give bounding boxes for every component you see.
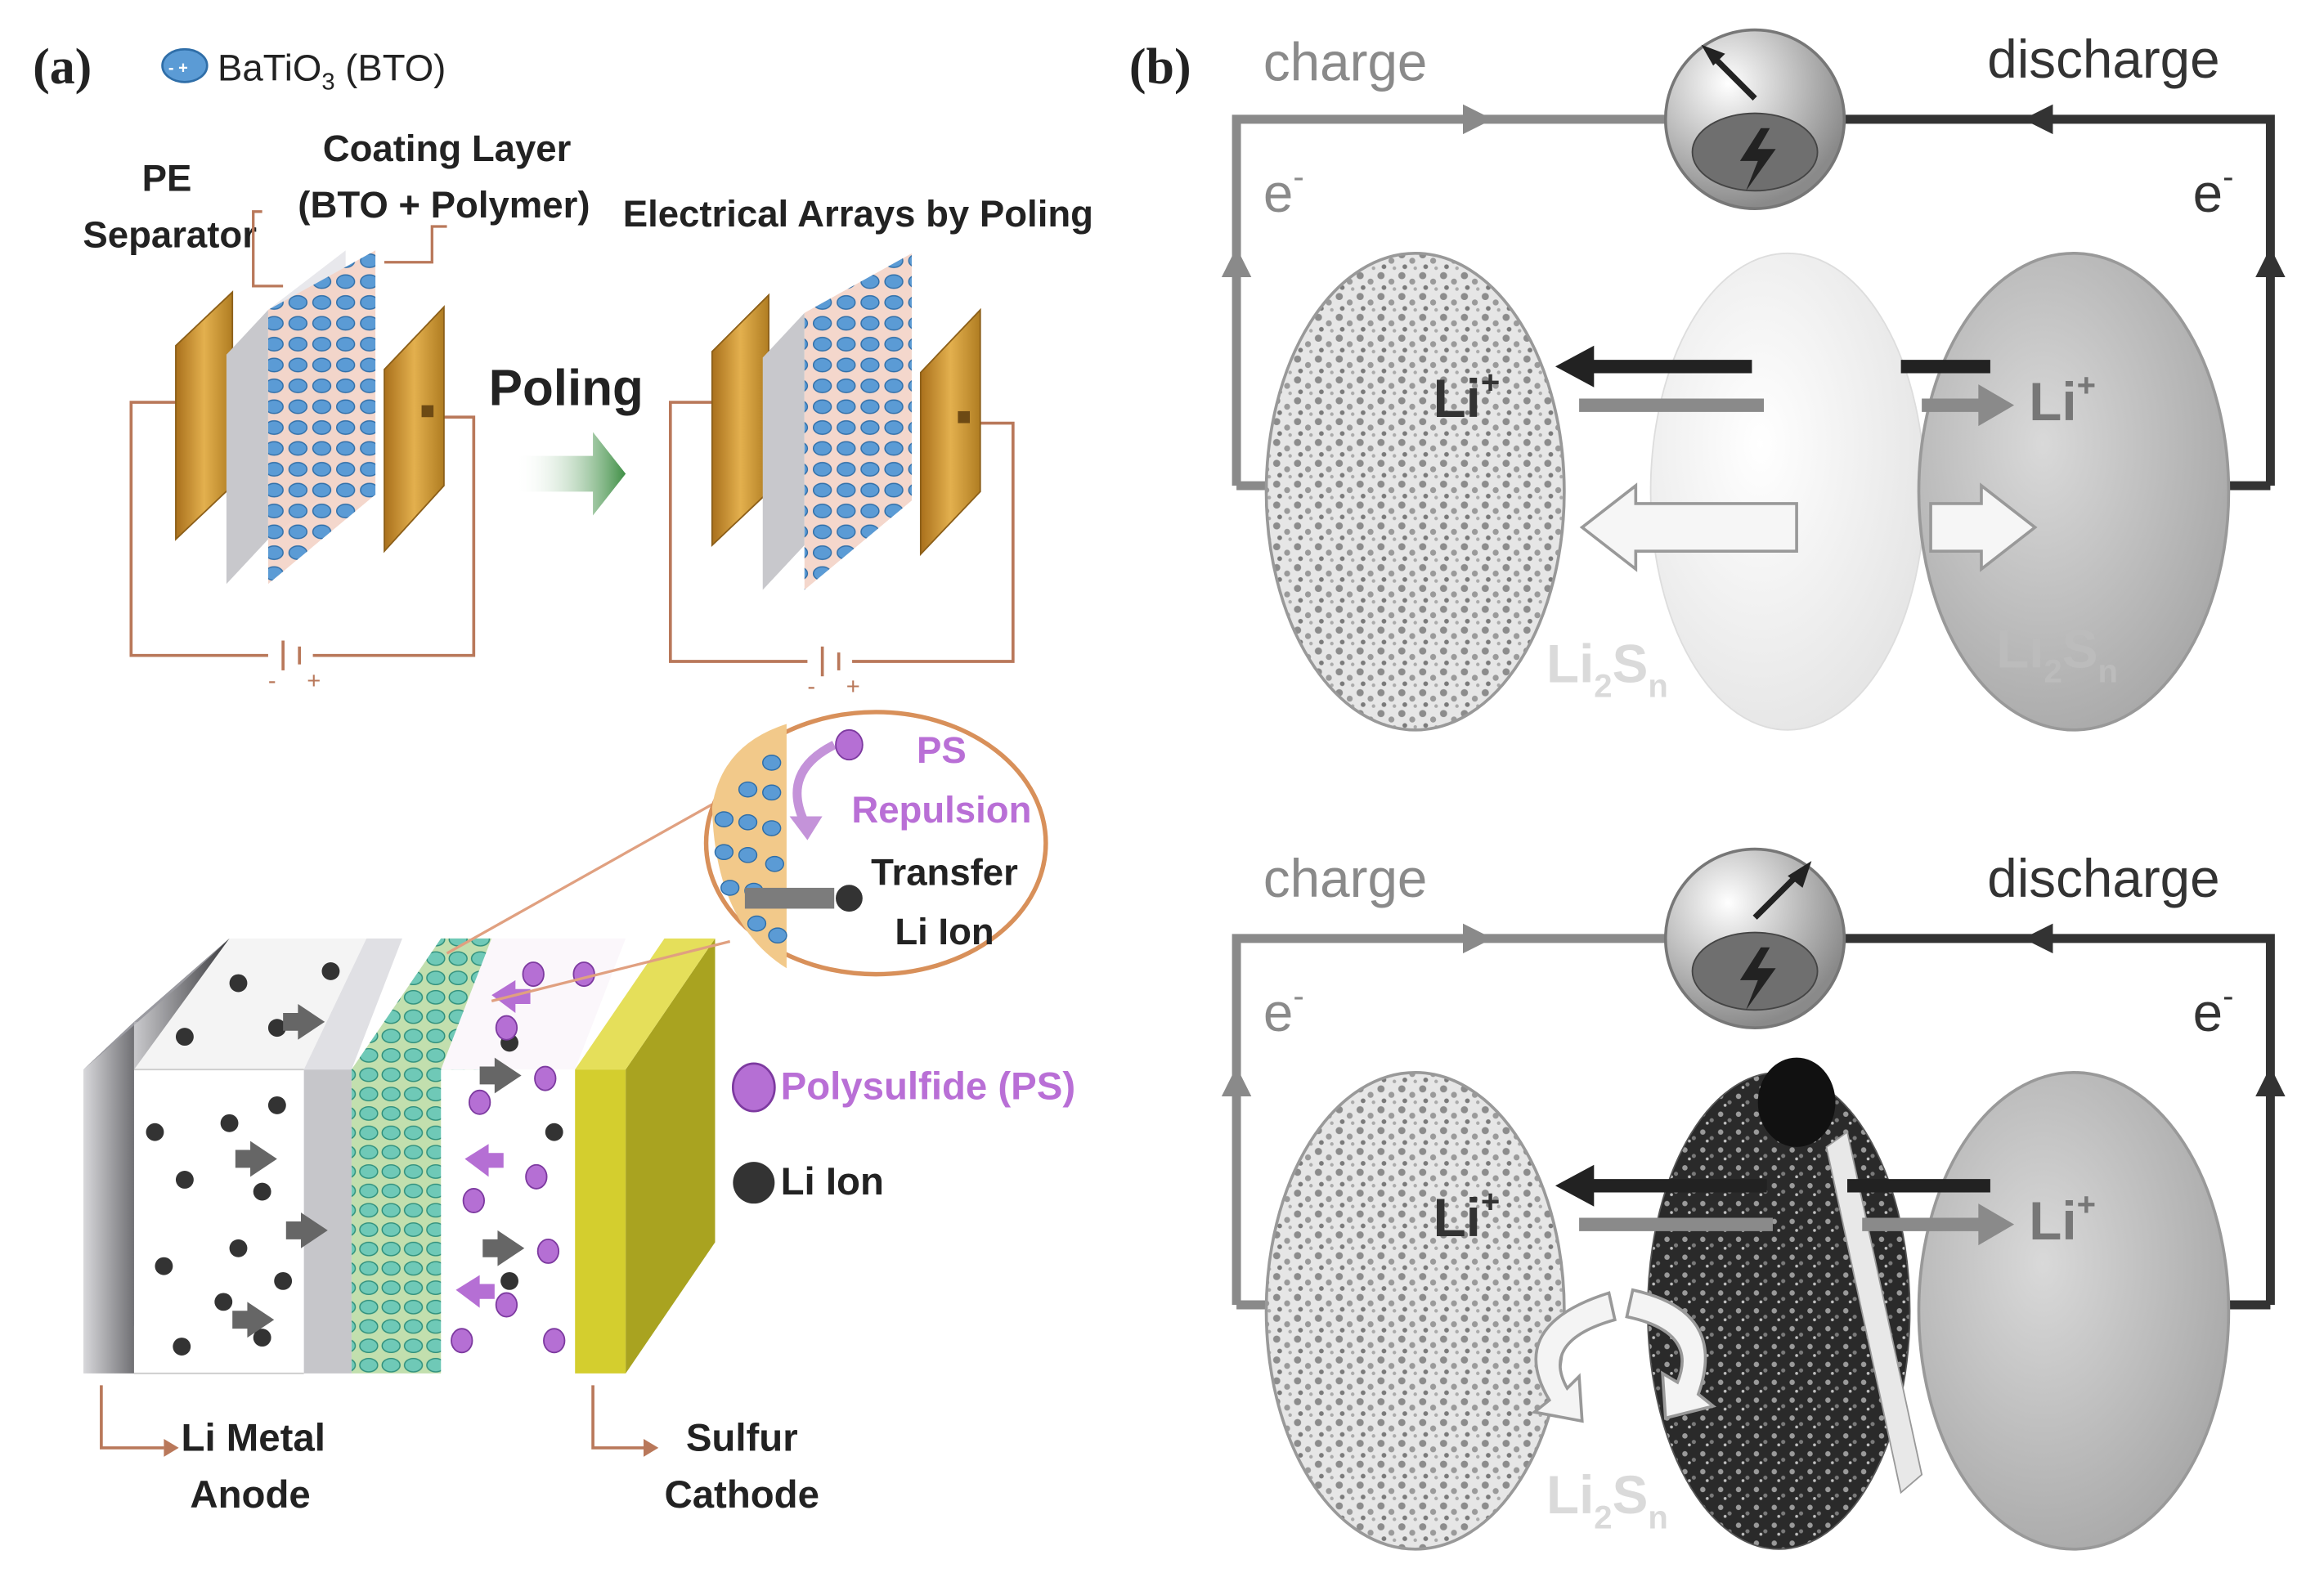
cathode-disc-bottom [1917,1070,2231,1551]
circuit-bottom: charge discharge e- e- [1221,847,2286,1551]
pe-separator-slab [226,310,268,585]
coating-layer-label-1: Coating Layer [323,128,572,169]
circuit-top: charge discharge e- e- [1221,28,2286,732]
electron-right-top: e- [2193,159,2234,223]
cathode-label-1: Sulfur [686,1417,798,1460]
polysulfide-shuttle-arrow-right [1929,482,2038,572]
discharge-label-top: discharge [1987,29,2219,89]
li-ion-inset-label: Li Ion [895,911,994,952]
meter-icon-bottom [1663,847,1846,1029]
li-ion-legend-icon [733,1162,775,1204]
panel-a-label: (a) [33,39,92,95]
cathode-disc-top [1917,252,2231,732]
polysulfide-repulsion-arrow-right [1625,1288,1717,1420]
charge-label-top: charge [1263,33,1428,92]
repulsion-label: Repulsion [851,789,1031,831]
cell-after-poling: - + [668,253,1015,700]
polysulfide-legend-text: Polysulfide (PS) [781,1065,1076,1109]
coating-layer-label-2: (BTO + Polymer) [298,184,590,226]
battery-minus-right: - [807,674,815,700]
li-plus-left-top: Li+ [1433,365,1501,428]
li2sn-label-bottom: Li2Sn [1546,1465,1668,1535]
transfer-label: Transfer [871,851,1018,893]
poling-arrow [515,432,626,516]
poling-label: Poling [489,361,644,417]
bto-legend-text: BaTiO3 (BTO) [218,47,446,96]
li-s-cell [83,803,731,1374]
bto-legend-icon [161,47,209,83]
electron-left-top: e- [1263,159,1304,223]
li2sn-label-right-top: Li2Sn [1996,619,2118,689]
battery-plus-left: + [307,668,321,694]
panel-b-label: (b) [1129,39,1191,95]
electrical-arrays-label: Electrical Arrays by Poling [623,193,1093,235]
li-ion-legend-text: Li Ion [781,1160,884,1203]
charge-label-bottom: charge [1263,849,1428,908]
lithium-anode-disc-bottom [1264,1070,1566,1551]
gold-electrode-right [384,305,445,553]
battery-minus-left: - [268,668,276,694]
svg-text:- +: - + [168,59,188,77]
separator-disc-top [1649,252,1926,731]
li-plus-right-bottom: Li+ [2029,1187,2096,1251]
polysulfide-shuttle-arrow-left [1579,482,1798,572]
li-plus-right-top: Li+ [2029,368,2096,432]
inset-magnifier: PS Repulsion Transfer Li Ion [703,710,1048,977]
meter-icon-top [1663,28,1846,211]
li-ion-flow-arrows [232,1004,525,1338]
cell-before-poling: - + [129,250,476,694]
panel-a: (a) - + BaTiO3 (BTO) PE Separator Coatin… [33,39,1093,1517]
pe-separator-label-2: Separator [83,214,257,256]
electron-left-bottom: e- [1263,979,1304,1042]
bottom-pe-separator [303,1069,352,1374]
anode-label-1: Li Metal [182,1417,325,1460]
transfer-arrow [744,887,835,909]
panel-b: (b) charge discharge e- e- [1129,28,2286,1551]
bto-legend: - + BaTiO3 (BTO) [161,47,446,96]
ps-label: PS [917,729,967,771]
discharge-label-bottom: discharge [1987,849,2219,908]
polysulfide-repulsion-arrow-left [1531,1291,1617,1423]
battery-plus-right: + [846,674,860,700]
cathode-label-2: Cathode [665,1473,819,1517]
li-plus-left-bottom: Li+ [1433,1184,1501,1248]
polysulfide-legend-icon [731,1062,776,1113]
li2sn-label-left-top: Li2Sn [1546,634,1668,705]
anode-label-2: Anode [190,1473,310,1517]
lithium-anode-disc-top [1264,252,1566,732]
ps-repulsion-arrow [792,741,837,825]
gold-electrode-left [175,290,234,541]
polysulfides [451,961,595,1354]
pe-separator-label-1: PE [142,157,192,199]
sulfur-cathode [575,1069,626,1374]
electron-right-bottom: e- [2193,979,2234,1042]
